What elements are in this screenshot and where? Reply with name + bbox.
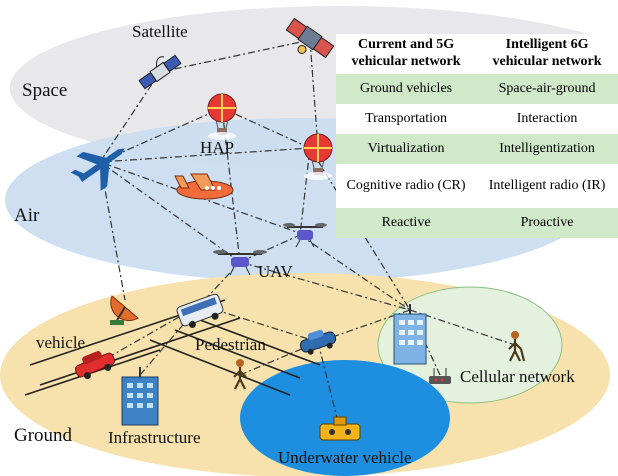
airplane-icon [174, 173, 234, 200]
table-cell: Intelligent radio (IR) [476, 164, 618, 208]
table-cell: Cognitive radio (CR) [336, 164, 477, 208]
table-cell: Transportation [336, 104, 477, 134]
hap-label: HAP [200, 138, 235, 157]
bus-icon [176, 293, 224, 328]
uav-label: UAV [258, 262, 293, 281]
submarine-icon [319, 416, 361, 441]
satellite-icon [138, 54, 182, 90]
building-icon [121, 367, 159, 426]
airplane-icon [70, 148, 125, 191]
router-icon [429, 368, 451, 384]
roads [24, 299, 321, 396]
table-cell: Proactive [476, 208, 618, 238]
table-row: Virtualization Intelligentization [336, 134, 618, 164]
satellite-label: Satellite [132, 22, 188, 41]
table-header-row: Current and 5G vehicular network Intelli… [336, 34, 618, 74]
hap-balloon-icon [303, 133, 333, 180]
table-cell: Intelligentization [476, 134, 618, 164]
pedestrian-icon [508, 331, 526, 362]
table-cell: Virtualization [336, 134, 477, 164]
table-cell: Space-air-ground [476, 74, 618, 104]
vehicle-label: vehicle [36, 333, 86, 352]
table-row: Cognitive radio (CR) Intelligent radio (… [336, 164, 618, 208]
pedestrian-icon [233, 359, 247, 390]
table-cell: Interaction [476, 104, 618, 134]
comparison-table: Current and 5G vehicular network Intelli… [336, 34, 618, 238]
hap-balloon-icon [207, 93, 237, 140]
car-icon [74, 351, 116, 380]
table-cell: Ground vehicles [336, 74, 477, 104]
cellular-network-label: Cellular network [460, 367, 575, 386]
satellite-icon [285, 17, 335, 59]
table-row: Reactive Proactive [336, 208, 618, 238]
table-header: Intelligent 6G vehicular network [476, 34, 618, 74]
underwater-vehicle-label: Underwater vehicle [278, 448, 412, 467]
region-label-space: Space [22, 80, 68, 101]
building-icon [393, 304, 427, 365]
uav-drone-icon [283, 223, 327, 248]
table-header: Current and 5G vehicular network [336, 34, 477, 74]
table-row: Ground vehicles Space-air-ground [336, 74, 618, 104]
table-row: Transportation Interaction [336, 104, 618, 134]
region-label-air: Air [14, 205, 40, 226]
antenna-dish-icon [110, 295, 139, 325]
table-cell: Reactive [336, 208, 477, 238]
uav-drone-icon [213, 250, 267, 276]
car-icon [299, 329, 337, 355]
pedestrian-label: Pedestrian [195, 335, 266, 354]
infrastructure-label: Infrastructure [108, 428, 201, 447]
region-label-ground: Ground [14, 425, 73, 446]
